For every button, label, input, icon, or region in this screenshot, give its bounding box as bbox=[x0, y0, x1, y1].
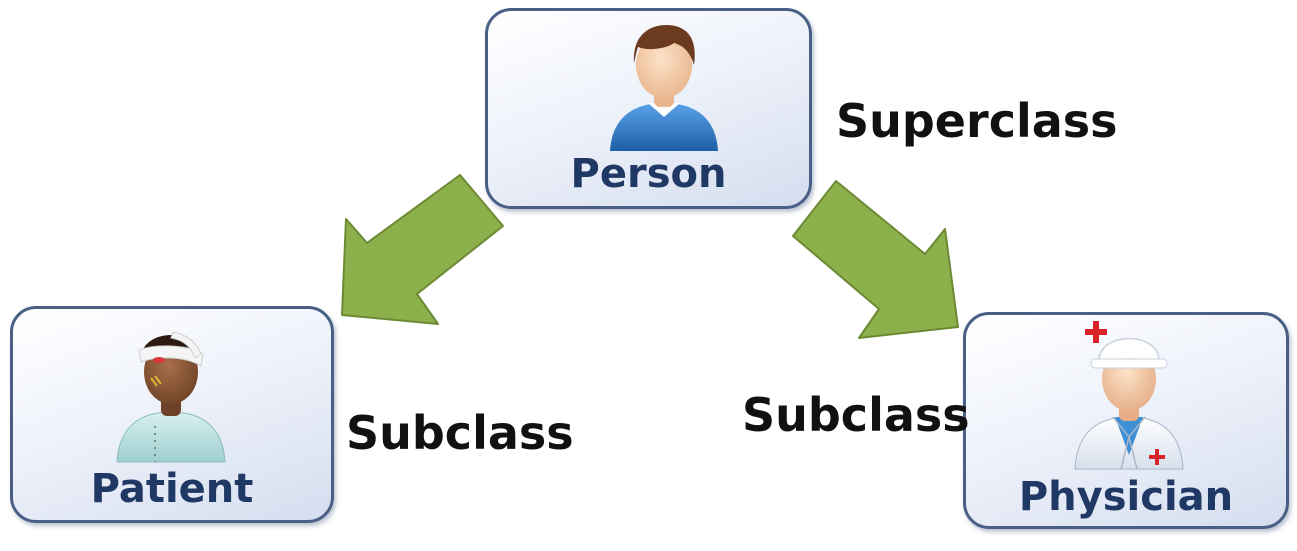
patient-icon bbox=[116, 331, 226, 463]
patient-label: Patient bbox=[90, 466, 254, 512]
superclass-label: Superclass bbox=[836, 94, 1118, 148]
subclass-label-right: Subclass bbox=[742, 388, 970, 442]
subclass-label-left: Subclass bbox=[346, 406, 574, 460]
physician-node: Physician bbox=[963, 312, 1289, 529]
arrow-to-patient bbox=[341, 174, 504, 325]
patient-node: Patient bbox=[10, 306, 334, 523]
person-node: Person bbox=[485, 8, 812, 209]
person-label: Person bbox=[570, 151, 727, 197]
physician-icon bbox=[1074, 321, 1184, 470]
physician-label: Physician bbox=[1018, 474, 1234, 520]
person-icon bbox=[610, 25, 718, 151]
arrow-to-physician bbox=[792, 180, 959, 339]
